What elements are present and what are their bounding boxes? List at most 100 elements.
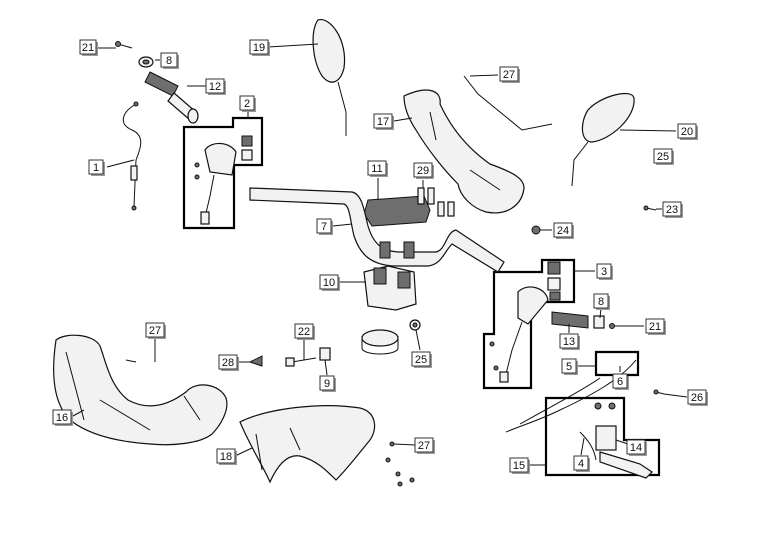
front-cover-17	[403, 89, 525, 214]
callout-label: 12	[209, 81, 221, 93]
callout-15: 15	[509, 457, 530, 474]
callout-label: 19	[253, 42, 265, 54]
callout-1: 1	[88, 159, 105, 176]
callout-label: 4	[578, 458, 584, 470]
screw-24	[531, 225, 541, 235]
callout-10: 10	[319, 274, 340, 291]
callout-2: 2	[239, 95, 256, 112]
wire-27-top	[463, 75, 553, 131]
inner-shield-16	[53, 334, 228, 446]
throttle-cable-1	[122, 101, 142, 211]
callout-label: 21	[82, 42, 94, 54]
callout-label: 27	[503, 69, 515, 81]
brake-lever-14	[579, 402, 653, 479]
callout-label: 8	[598, 296, 604, 308]
callout-label: 20	[681, 126, 693, 138]
callout-label: 27	[149, 325, 161, 337]
callout-4: 4	[573, 455, 590, 472]
callout-label: 13	[563, 336, 575, 348]
bolt-22	[285, 357, 317, 367]
callout-18: 18	[216, 448, 237, 465]
callout-12: 12	[205, 78, 226, 95]
callout-label: 7	[321, 221, 327, 233]
bar-end-weight-8-top	[138, 56, 154, 68]
bar-end-weight-8-right	[593, 315, 605, 329]
callout-label: 17	[377, 116, 389, 128]
callout-25-top: 25	[653, 148, 674, 165]
callout-label: 6	[617, 376, 623, 388]
callout-label: 14	[630, 442, 642, 454]
screws-27-bottom	[385, 441, 415, 487]
mirror-right-20	[571, 93, 635, 187]
callout-7: 7	[316, 218, 333, 235]
callout-17: 17	[373, 113, 394, 130]
callout-11: 11	[367, 160, 388, 177]
callout-label: 9	[324, 378, 330, 390]
mirror-left-19	[312, 19, 347, 136]
callout-label: 16	[56, 412, 68, 424]
collar-9	[319, 347, 331, 361]
callout-label: 11	[371, 163, 382, 175]
callout-label: 25	[657, 151, 669, 163]
callout-label: 10	[323, 277, 335, 289]
screw-21-right	[609, 323, 626, 329]
clip-28	[248, 355, 263, 367]
screw-23	[643, 205, 657, 211]
callout-13: 13	[559, 333, 580, 350]
callout-28: 28	[218, 354, 239, 371]
callout-16: 16	[52, 409, 73, 426]
callout-label: 22	[298, 326, 310, 338]
callout-label: 8	[166, 55, 172, 67]
callout-label: 21	[649, 321, 661, 333]
callout-21-top: 21	[79, 39, 98, 56]
callout-label: 23	[666, 204, 678, 216]
callout-22: 22	[294, 323, 315, 340]
callout-8-top: 8	[160, 52, 179, 69]
front-cover-18	[239, 405, 376, 484]
group-outline-2	[182, 116, 264, 230]
callout-14: 14	[626, 439, 647, 456]
callout-23: 23	[662, 201, 683, 218]
left-switch-2	[194, 135, 253, 225]
right-switch-3	[489, 261, 561, 383]
callout-label: 15	[513, 460, 525, 472]
callout-21-right: 21	[645, 318, 666, 335]
callout-label: 26	[691, 392, 703, 404]
nut-25	[409, 319, 421, 331]
callout-label: 3	[601, 266, 607, 278]
group-outline-15	[544, 396, 661, 477]
callout-label: 24	[557, 225, 569, 237]
screw-27-mid	[125, 359, 137, 363]
callout-27-mid: 27	[145, 322, 166, 339]
callout-label: 28	[222, 357, 234, 369]
callout-25-mid: 25	[411, 351, 432, 368]
callout-20: 20	[677, 123, 698, 140]
leader-lines	[70, 43, 688, 466]
callout-6: 6	[612, 373, 629, 390]
throttle-grip-12	[144, 71, 199, 124]
callout-8-right: 8	[593, 293, 610, 310]
callout-label: 1	[93, 162, 99, 174]
grip-13	[551, 311, 589, 329]
callout-27-top: 27	[499, 66, 520, 83]
callout-label: 18	[220, 451, 232, 463]
group-outline-5	[594, 350, 640, 377]
callout-5: 5	[561, 358, 578, 375]
callout-27-bottom: 27	[414, 437, 435, 454]
callout-29: 29	[413, 162, 434, 179]
callout-3: 3	[596, 263, 613, 280]
callout-label: 2	[244, 98, 250, 110]
callout-label: 29	[417, 165, 429, 177]
screw-21-top	[115, 41, 133, 49]
callout-19: 19	[249, 39, 270, 56]
lower-holder-10	[361, 265, 417, 355]
callout-26: 26	[687, 389, 708, 406]
callout-9: 9	[319, 375, 336, 392]
callout-24: 24	[553, 222, 574, 239]
callout-label: 25	[415, 354, 427, 366]
callout-label: 27	[418, 440, 430, 452]
screw-26	[653, 389, 665, 395]
bolts-29	[417, 187, 455, 217]
callout-label: 5	[566, 361, 572, 373]
